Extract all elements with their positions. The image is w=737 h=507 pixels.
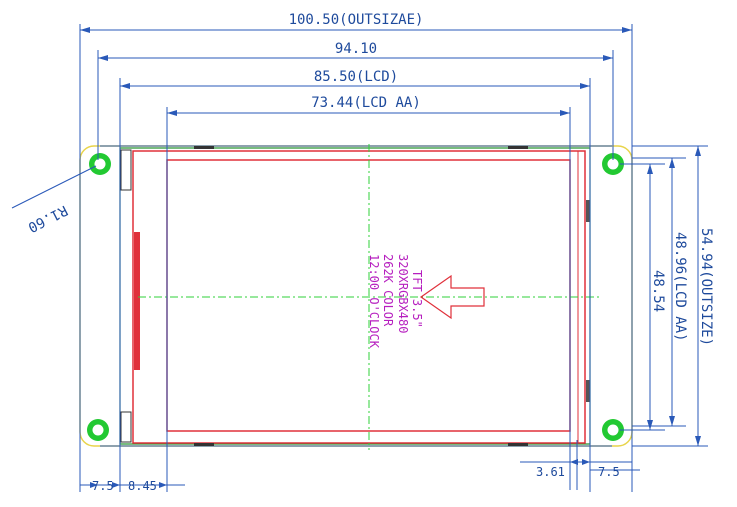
dim-right-offset-2: 7.5 <box>598 465 620 479</box>
bottom-tab-2 <box>508 443 528 446</box>
dim-hole-pitch-y: 48.54 <box>650 270 666 312</box>
radius-leader-line <box>11 165 97 209</box>
top-tab-1 <box>194 146 214 149</box>
top-tab-2 <box>508 146 528 149</box>
fpc-connector <box>134 232 140 370</box>
module-right-tab-2 <box>586 380 590 402</box>
dim-left-offset-1: 7.5 <box>92 479 114 493</box>
dim-radius: R1.60 <box>25 202 70 235</box>
bottom-tab-1 <box>194 443 214 446</box>
dim-lcd-aa-width: 73.44(LCD AA) <box>311 95 421 111</box>
module-left-tab-top <box>120 149 132 191</box>
module-left-tab-bottom <box>120 411 132 443</box>
dim-right-offset-1: 3.61 <box>536 465 565 479</box>
mounting-hole-top-right <box>602 153 624 175</box>
dim-lcd-width: 85.50(LCD) <box>314 69 398 85</box>
dim-outsize-height: 54.94(OUTSIZE) <box>698 228 714 346</box>
dim-outsize-width: 100.50(OUTSIZAE) <box>289 12 424 28</box>
pcb-board <box>79 145 633 447</box>
mounting-hole-top-left <box>89 153 111 175</box>
note-line-1: TFT 3.5" <box>410 270 424 328</box>
mounting-hole-bottom-right <box>602 419 624 441</box>
panel-notes: TFT 3.5" <box>410 270 424 328</box>
orientation-arrow-icon <box>419 274 485 320</box>
dim-lcd-aa-height: 48.96(LCD AA) <box>672 232 688 342</box>
note-line-4: 12:00 O'CLOCK <box>367 254 381 349</box>
note-line-3: 262K COLOR <box>381 254 395 327</box>
dim-left-offset-2: 8.45 <box>128 479 157 493</box>
lcd-glass <box>132 150 586 444</box>
module-right-tab <box>586 200 590 222</box>
mounting-hole-bottom-left <box>87 419 109 441</box>
dim-hole-pitch-x: 94.10 <box>335 41 377 57</box>
note-line-2: 320XRGBX480 <box>396 254 410 333</box>
